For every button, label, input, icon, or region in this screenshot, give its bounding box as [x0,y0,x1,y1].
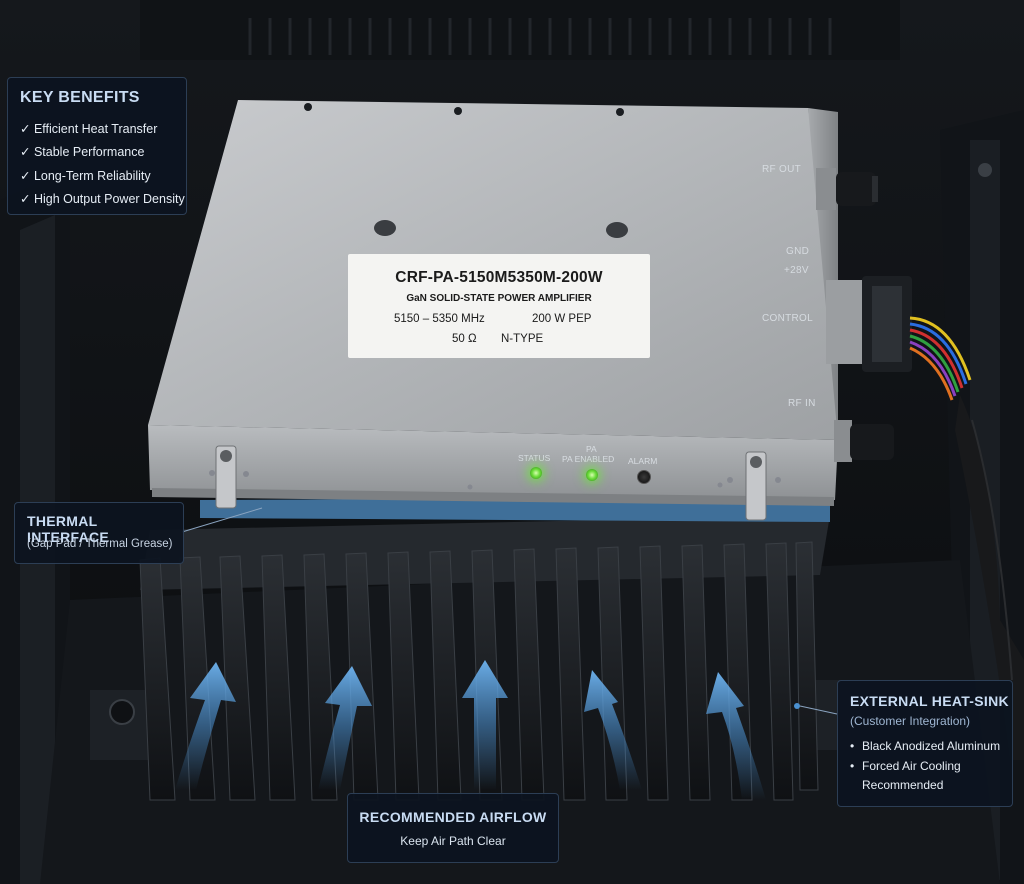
heatsink-panel: EXTERNAL HEAT-SINK (Customer Integration… [837,680,1013,807]
heatsink-item: Black Anodized Aluminum [850,737,1012,757]
port-label-rf-out: RF OUT [762,164,802,175]
benefit-item: ✓ Stable Performance [20,145,145,160]
impedance: 50 Ω [452,333,477,345]
led-label-status: STATUS [518,453,551,463]
heatsink-item: Forced Air Cooling Recommended [850,757,1012,796]
port-label-gnd: GND [786,246,810,257]
airflow-title: RECOMMENDED AIRFLOW [359,809,547,825]
thermal-interface-subtitle: (Gap Pad / Thermal Grease) [27,538,173,550]
frequency-range: 5150 – 5350 MHz [394,313,485,325]
heatsink-list: Black Anodized Aluminum Forced Air Cooli… [850,737,1012,796]
led-label-pa-enabled: PA ENABLED [562,454,615,464]
product-description: GaN SOLID-STATE POWER AMPLIFIER [406,293,592,304]
pa-enabled-led-icon [586,469,598,481]
port-label-control: CONTROL [762,313,813,324]
led-label-pa: PA [586,444,597,454]
heatsink-title: EXTERNAL HEAT-SINK [850,693,1009,709]
airflow-subtitle: Keep Air Path Clear [400,834,506,848]
benefit-item: ✓ High Output Power Density [20,191,185,206]
connector-type: N-TYPE [501,333,544,345]
alarm-led-icon [637,470,651,484]
key-benefits-list: ✓ Efficient Heat Transfer ✓ Stable Perfo… [20,118,185,211]
led-label-alarm: ALARM [628,456,658,466]
status-led-icon [530,467,542,479]
benefit-item: ✓ Long-Term Reliability [20,168,151,183]
model-number: CRF-PA-5150M5350M-200W [395,269,603,286]
airflow-arrows [175,660,766,800]
key-benefits-title: KEY BENEFITS [20,89,140,106]
output-power: 200 W PEP [532,313,592,325]
airflow-panel: RECOMMENDED AIRFLOW Keep Air Path Clear [347,793,559,863]
port-label-28v: +28V [784,265,809,276]
product-label: CRF-PA-5150M5350M-200W GaN SOLID-STATE P… [348,254,650,358]
benefit-item: ✓ Efficient Heat Transfer [20,122,158,136]
thermal-interface-panel: THERMAL INTERFACE (Gap Pad / Thermal Gre… [14,502,184,564]
heatsink-subtitle: (Customer Integration) [850,714,971,728]
port-label-rf-in: RF IN [788,398,816,409]
thermal-interface-title: THERMAL INTERFACE [27,513,110,545]
key-benefits-panel: KEY BENEFITS ✓ Efficient Heat Transfer ✓… [7,77,187,215]
